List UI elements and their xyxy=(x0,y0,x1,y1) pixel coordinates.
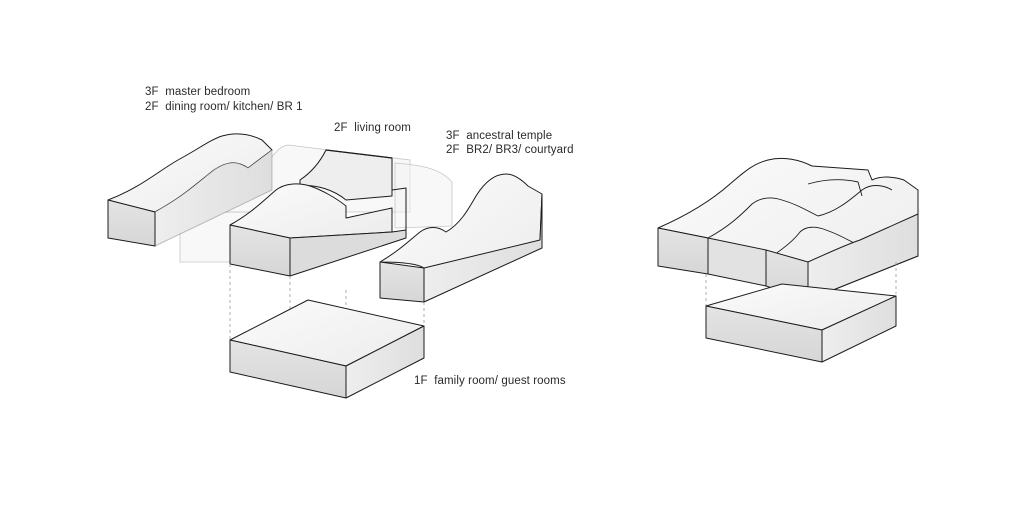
block-living-room xyxy=(229,149,407,277)
block-b-top xyxy=(229,183,393,239)
assembled-side xyxy=(807,213,919,301)
base-block-left xyxy=(229,299,425,399)
base-side xyxy=(345,325,425,399)
assembled-massing xyxy=(657,157,919,301)
label-block-a-2f: 2F dining room/ kitchen/ BR 1 xyxy=(145,101,303,113)
block-c-side xyxy=(423,193,543,303)
projection-lines-right xyxy=(705,262,897,334)
label-block-c-2f: 2F BR2/ BR3/ courtyard xyxy=(446,144,574,156)
label-block-a-3f: 3F master bedroom xyxy=(145,86,251,98)
label-block-c-3f: 3F ancestral temple xyxy=(446,130,553,142)
base-block-right xyxy=(705,283,897,363)
label-base-1f: 1F family room/ guest rooms xyxy=(414,375,566,387)
label-block-b-2f: 2F living room xyxy=(334,122,411,134)
block-c-front xyxy=(379,261,425,303)
block-a-side xyxy=(154,149,273,247)
block-ancestral-temple xyxy=(379,173,543,303)
block-master-bedroom xyxy=(107,133,273,247)
block-b-side xyxy=(289,229,407,277)
block-b-back-top xyxy=(299,149,393,201)
